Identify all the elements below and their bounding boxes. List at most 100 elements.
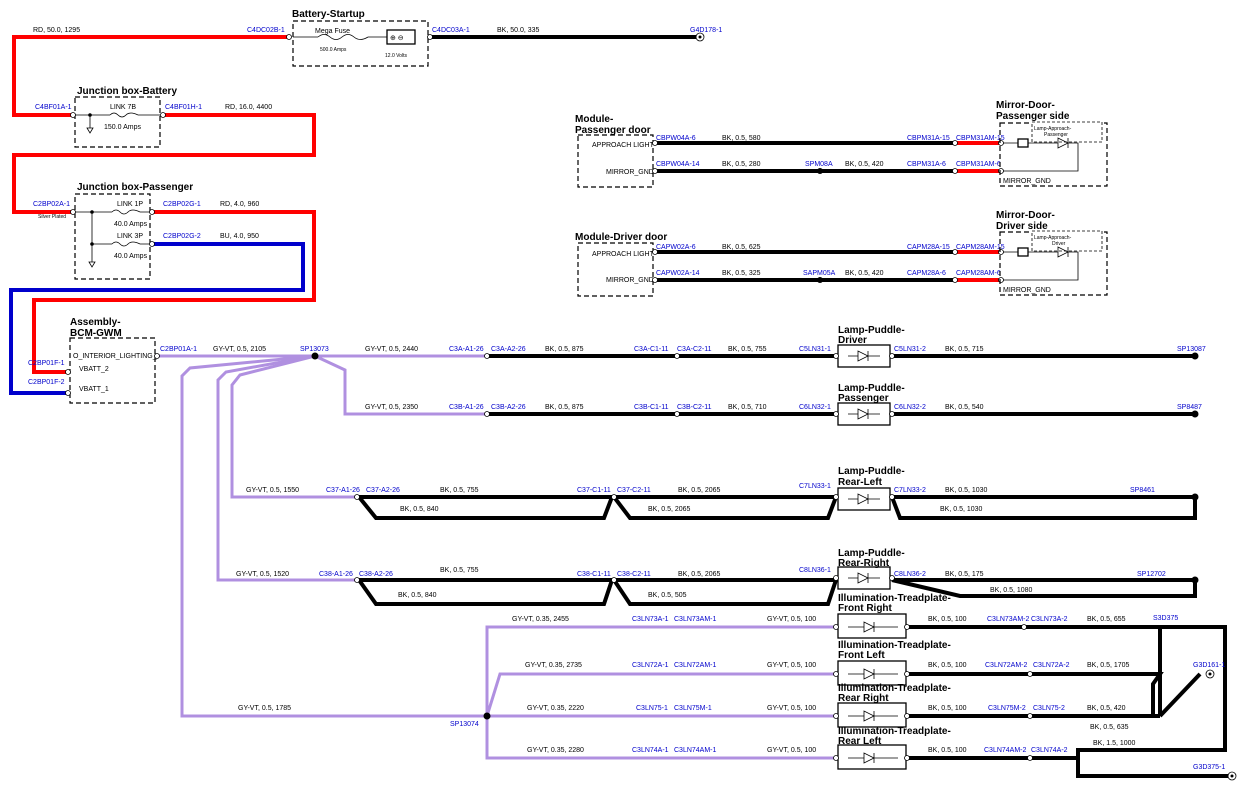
connector-label[interactable]: C2BP02A-1 — [33, 201, 70, 208]
puddle-lamp-rear-right[interactable] — [837, 566, 891, 590]
connector-label[interactable]: CAPW02A-6 — [656, 244, 696, 251]
connector-label[interactable]: CAPM28AM-6 — [956, 270, 1001, 277]
connector-label[interactable]: C3LN74AM-2 — [984, 747, 1027, 754]
connector-label[interactable]: C3LN74A-2 — [1031, 747, 1068, 754]
wire-rd-16[interactable] — [12, 113, 316, 214]
splice-sp13074[interactable] — [483, 712, 491, 720]
puddle-lamp-passenger[interactable] — [837, 402, 891, 426]
treadplate-rear-left[interactable] — [837, 744, 907, 770]
connector-label[interactable]: CBPM31AM-6 — [956, 161, 1001, 168]
splice-label[interactable]: SP8487 — [1177, 404, 1202, 411]
connector-label[interactable]: C6LN32-2 — [894, 404, 926, 411]
splice-label[interactable]: SP12702 — [1137, 571, 1166, 578]
connector-label[interactable]: C3LN75M-1 — [674, 705, 712, 712]
wire-gyvt-2350[interactable] — [314, 354, 487, 416]
wire-gyvt-1785[interactable] — [180, 354, 487, 718]
connector-label[interactable]: C3LN75M-2 — [988, 705, 1026, 712]
wire-rd-4[interactable] — [32, 210, 316, 374]
connector-label[interactable]: C3LN72AM-1 — [674, 662, 717, 669]
connector-label[interactable]: C4DC03A-1 — [432, 27, 470, 34]
connector-label[interactable]: C3LN73AM-1 — [674, 616, 717, 623]
connector-label[interactable]: C3A-C2-11 — [677, 346, 712, 353]
connector-label[interactable]: C7LN33-1 — [799, 483, 831, 490]
connector-label[interactable]: CAPM28A-15 — [907, 244, 950, 251]
gy-vt-wires — [158, 352, 836, 760]
connector-label[interactable]: C37-C1-11 — [577, 487, 611, 494]
connector-label[interactable]: G3D161-1 — [1193, 662, 1225, 669]
connector-label[interactable]: CAPM28A-6 — [907, 270, 946, 277]
splice-label[interactable]: SP8461 — [1130, 487, 1155, 494]
connector-label[interactable]: C3LN73A-1 — [632, 616, 669, 623]
connector-label[interactable]: C3LN75-1 — [636, 705, 668, 712]
connector-label[interactable]: CBPW04A-6 — [656, 135, 696, 142]
wire-gyvt-2455[interactable] — [485, 625, 836, 716]
connector-label[interactable]: C3LN74AM-1 — [674, 747, 717, 754]
wire-label: GY-VT, 0.5, 2350 — [365, 404, 418, 411]
connector-label[interactable]: C2BP02G-1 — [163, 201, 201, 208]
connector-label[interactable]: C3LN73AM-2 — [987, 616, 1030, 623]
connector-label[interactable]: C3A-A2-26 — [491, 346, 526, 353]
connector-label[interactable]: C5LN31-2 — [894, 346, 926, 353]
connector-label[interactable]: C7LN33-2 — [894, 487, 926, 494]
splice-sapm05a[interactable] — [817, 277, 823, 283]
connector-label[interactable]: CBPM31A-6 — [907, 161, 946, 168]
connector-label[interactable]: C3LN72A-2 — [1033, 662, 1070, 669]
connector-label[interactable]: C37-A1-26 — [326, 487, 360, 494]
connector-label[interactable]: C3B-A1-26 — [449, 404, 484, 411]
connector-label[interactable]: G4D178-1 — [690, 27, 722, 34]
connector-label[interactable]: C3A-C1-11 — [634, 346, 669, 353]
wire-gyvt-2735[interactable] — [485, 672, 836, 717]
connector-label[interactable]: C2BP01F-1 — [28, 360, 65, 367]
wire-bu-4[interactable] — [9, 242, 305, 395]
connector-label[interactable]: C38-C2-11 — [617, 571, 651, 578]
wire-rd-50[interactable] — [12, 35, 289, 117]
connector-label[interactable]: C3B-A2-26 — [491, 404, 526, 411]
connector-label[interactable]: C3B-C2-11 — [677, 404, 712, 411]
connector-label[interactable]: C3LN75-2 — [1033, 705, 1065, 712]
connector-label[interactable]: C8LN36-2 — [894, 571, 926, 578]
connector-label[interactable]: C3LN72A-1 — [632, 662, 669, 669]
splice-label[interactable]: SP13073 — [300, 346, 329, 353]
wire-label: BK, 0.5, 100 — [928, 705, 967, 712]
connector-label[interactable]: C3LN74A-1 — [632, 747, 669, 754]
connector-label[interactable]: C38-A1-26 — [319, 571, 353, 578]
connector-label[interactable]: CBPM31AM-15 — [956, 135, 1005, 142]
wire-gyvt-2280[interactable] — [485, 716, 836, 760]
connector-label[interactable]: C3LN72AM-2 — [985, 662, 1028, 669]
connector-label[interactable]: G3D375-1 — [1193, 764, 1225, 771]
splice-label[interactable]: SPM08A — [805, 161, 833, 168]
splice-label[interactable]: SAPM05A — [803, 270, 836, 277]
splice-label[interactable]: SP13087 — [1177, 346, 1206, 353]
connector-label[interactable]: C38-A2-26 — [359, 571, 393, 578]
svg-text:⊕ ⊖: ⊕ ⊖ — [390, 35, 404, 42]
wire-gyvt-1520[interactable] — [216, 354, 357, 582]
connector-label[interactable]: C2BP01F-2 — [28, 379, 65, 386]
connector-label[interactable]: C5LN31-1 — [799, 346, 831, 353]
splice-label[interactable]: SP13074 — [450, 721, 479, 728]
connector-label[interactable]: C37-C2-11 — [617, 487, 651, 494]
driver-door-group: Module-Driver door APPROACH LIGHT MIRROR… — [575, 210, 1108, 297]
connector-label[interactable]: CAPM28AM-15 — [956, 244, 1005, 251]
splice-label[interactable]: S3D375 — [1153, 615, 1178, 622]
wire-gyvt-1550[interactable] — [230, 354, 357, 499]
connector-label[interactable]: C38-C1-11 — [577, 571, 611, 578]
connector-label[interactable]: CAPW02A-14 — [656, 270, 700, 277]
puddle-lamp-driver[interactable] — [837, 344, 891, 368]
fuse-symbol — [111, 241, 141, 247]
connector-label[interactable]: C4BF01H-1 — [165, 104, 202, 111]
puddle-lamp-rear-left[interactable] — [837, 487, 891, 511]
connector-label[interactable]: C3LN73A-2 — [1031, 616, 1068, 623]
connector-label[interactable]: C4DC02B-1 — [247, 27, 285, 34]
connector-label[interactable]: CBPW04A-14 — [656, 161, 700, 168]
connector-label[interactable]: C3B-C1-11 — [634, 404, 669, 411]
connector-label[interactable]: C4BF01A-1 — [35, 104, 72, 111]
connector-label[interactable]: CBPM31A-15 — [907, 135, 950, 142]
connector-label[interactable]: C2BP02G-2 — [163, 233, 201, 240]
splice-spm08a[interactable] — [817, 168, 823, 174]
connector-label[interactable]: C37-A2-26 — [366, 487, 400, 494]
connector-label[interactable]: C3A-A1-26 — [449, 346, 484, 353]
splice-sp13073[interactable] — [311, 352, 319, 360]
connector-label[interactable]: C2BP01A-1 — [160, 346, 197, 353]
connector-label[interactable]: C8LN36-1 — [799, 567, 831, 574]
connector-label[interactable]: C6LN32-1 — [799, 404, 831, 411]
